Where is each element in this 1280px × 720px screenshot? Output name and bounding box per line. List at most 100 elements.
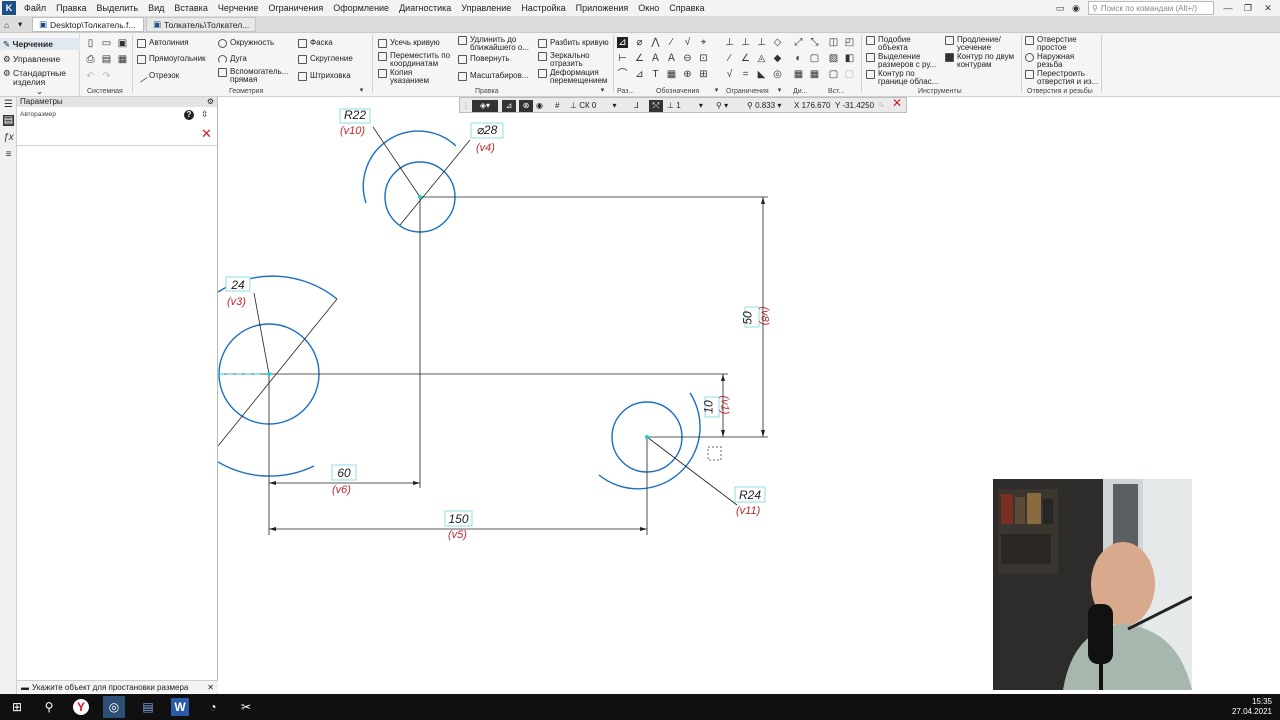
extend-trim-button[interactable]: Продление/усечение <box>945 36 1001 52</box>
angle-dim-icon[interactable]: ∠ <box>635 53 644 64</box>
base-mark-icon[interactable]: ⋀ <box>651 37 660 48</box>
marks-expand-chevron-icon[interactable]: ▾ <box>714 87 719 94</box>
constraints-expand-chevron-icon[interactable]: ▾ <box>777 87 782 94</box>
dim-value-150[interactable]: 150 <box>448 512 469 526</box>
snap-mode-icon[interactable]: ◈▾ <box>472 100 498 112</box>
menu-select[interactable]: Выделить <box>96 3 139 13</box>
insert-tool-5-icon[interactable]: ▢ <box>828 69 839 80</box>
axis-icon[interactable]: ⊞ <box>699 69 708 80</box>
layout-icon[interactable]: ▭ <box>1055 2 1065 13</box>
help-icon[interactable]: ? <box>184 110 194 120</box>
variables-fx-icon[interactable]: ƒx <box>3 132 14 143</box>
menu-diagnostics[interactable]: Диагностика <box>399 3 452 13</box>
redo-icon[interactable]: ↷ <box>102 71 111 82</box>
circle-button[interactable]: Окружность <box>218 39 274 48</box>
hatch-button[interactable]: Штриховка <box>298 72 351 81</box>
dim-value-60[interactable]: 60 <box>337 466 351 480</box>
dim-value-r22[interactable]: R22 <box>343 108 366 122</box>
rectangle-button[interactable]: Прямоугольник <box>137 55 206 64</box>
centermark-icon[interactable]: ⊕ <box>683 69 692 80</box>
y-coordinate-field[interactable]: Y -31.4250 <box>835 100 874 111</box>
layers-icon[interactable]: ≡ <box>5 149 12 160</box>
dim-value-r24[interactable]: R24 <box>738 488 761 502</box>
parallel-constraint-icon[interactable]: ∕ <box>728 53 731 64</box>
parameters-panel-icon[interactable]: ▤ <box>3 115 14 126</box>
table-icon[interactable]: ▦ <box>666 69 677 80</box>
rotate-button[interactable]: Повернуть <box>458 55 510 64</box>
weld-icon[interactable]: ⊖ <box>683 53 692 64</box>
panel-settings-gear-icon[interactable]: ⚙ <box>206 97 214 106</box>
pin-icon[interactable]: ⇳ <box>201 109 209 119</box>
magnet-snap-icon[interactable]: ⤲ <box>649 100 663 112</box>
radial-dim-icon[interactable]: ⌒ <box>617 69 628 80</box>
concentric-constraint-icon[interactable]: ◎ <box>773 69 782 80</box>
mode-standard-parts[interactable]: ⚙ Стандартные изделия <box>3 69 66 87</box>
tangent-constraint-icon[interactable]: ◇ <box>773 37 782 48</box>
tree-icon[interactable]: ☰ <box>4 99 13 110</box>
diameter-dim-icon[interactable]: ⌀ <box>636 37 643 48</box>
coordinate-system-dropdown[interactable]: ⊥ СК 0 ▾ <box>570 100 617 111</box>
insert-tool-6-icon[interactable]: ▢ <box>844 69 855 80</box>
dim-value-24[interactable]: 24 <box>231 278 245 292</box>
menu-control[interactable]: Управление <box>461 3 512 13</box>
menu-apps[interactable]: Приложения <box>575 3 629 13</box>
status-close-icon[interactable]: ✕ <box>207 682 214 692</box>
text-icon[interactable]: T <box>652 69 659 80</box>
insert-image-icon[interactable]: ▨ <box>828 53 839 64</box>
arc-r22[interactable] <box>362 130 457 204</box>
di-tool-1-icon[interactable]: ⤢ <box>794 37 803 48</box>
app-logo-icon[interactable]: K <box>2 1 16 15</box>
fix-constraint-icon[interactable]: ◬ <box>757 53 766 64</box>
fillet-button[interactable]: Скругление <box>298 55 353 64</box>
mark-icon[interactable]: Ａ <box>666 53 677 64</box>
zoom-fit-icon[interactable]: ⚲ ▾ <box>716 101 729 110</box>
word-icon[interactable]: W <box>171 698 189 716</box>
open-folder-icon[interactable]: ▭ <box>101 38 112 49</box>
command-search-input[interactable]: ⚲ Поиск по командам (Alt+/) <box>1088 1 1214 15</box>
autodimension-icon[interactable]: ⊿ <box>617 37 628 48</box>
camera-icon[interactable]: ◉ <box>1072 2 1080 13</box>
menu-view[interactable]: Вид <box>148 3 165 13</box>
cancel-close-icon[interactable]: ✕ <box>201 126 212 141</box>
new-document-icon[interactable]: ▯ <box>87 38 94 49</box>
di-tool-5-icon[interactable]: ▦ <box>793 69 804 80</box>
save-icon[interactable]: ▣ <box>117 38 128 49</box>
menu-file[interactable]: Файл <box>24 3 47 13</box>
menu-edit[interactable]: Правка <box>56 3 87 13</box>
toolbar-grip-icon[interactable]: ⋮ <box>462 101 470 110</box>
menu-drawing[interactable]: Черчение <box>217 3 259 13</box>
windows-start-icon[interactable]: ⊞ <box>11 700 23 714</box>
chamfer-dim-icon[interactable]: ⊿ <box>635 69 644 80</box>
search-icon[interactable]: ⚲ <box>44 700 54 714</box>
scale-button[interactable]: Масштабиров... <box>458 72 529 81</box>
di-tool-3-icon[interactable]: ◐ <box>795 53 802 64</box>
local-cs-icon[interactable]: ⅃ <box>634 101 639 110</box>
mode-control[interactable]: ⚙ Управление <box>3 55 60 64</box>
autoline-button[interactable]: Автолиния <box>137 39 189 48</box>
split-curve-button[interactable]: Разбить кривую <box>538 39 609 48</box>
round-icon[interactable]: ⊗ <box>519 100 533 112</box>
arc-r24-bottom[interactable] <box>218 461 315 477</box>
dim-value-d28[interactable]: ⌀28 <box>476 123 498 137</box>
insert-tool-1-icon[interactable]: ◫ <box>828 37 839 48</box>
geometry-expand-chevron-icon[interactable]: ▾ <box>359 87 364 94</box>
collinear-constraint-icon[interactable]: ∠ <box>741 53 750 64</box>
arc-button[interactable]: Дуга <box>218 55 247 64</box>
dim-value-10[interactable]: 10 <box>701 400 716 414</box>
chamfer-button[interactable]: Фаска <box>298 39 333 48</box>
layer-dropdown[interactable]: ⊥ 1 ▾ <box>667 100 703 111</box>
home-icon[interactable]: ⌂ <box>4 19 10 30</box>
yandex-browser-icon[interactable]: Y <box>73 699 89 715</box>
edit-expand-chevron-icon[interactable]: ▾ <box>600 87 605 94</box>
tab-tolkatel[interactable]: ▣ Толкатель\Толкател... <box>146 17 256 32</box>
segment-button[interactable]: Отрезок <box>135 70 179 83</box>
